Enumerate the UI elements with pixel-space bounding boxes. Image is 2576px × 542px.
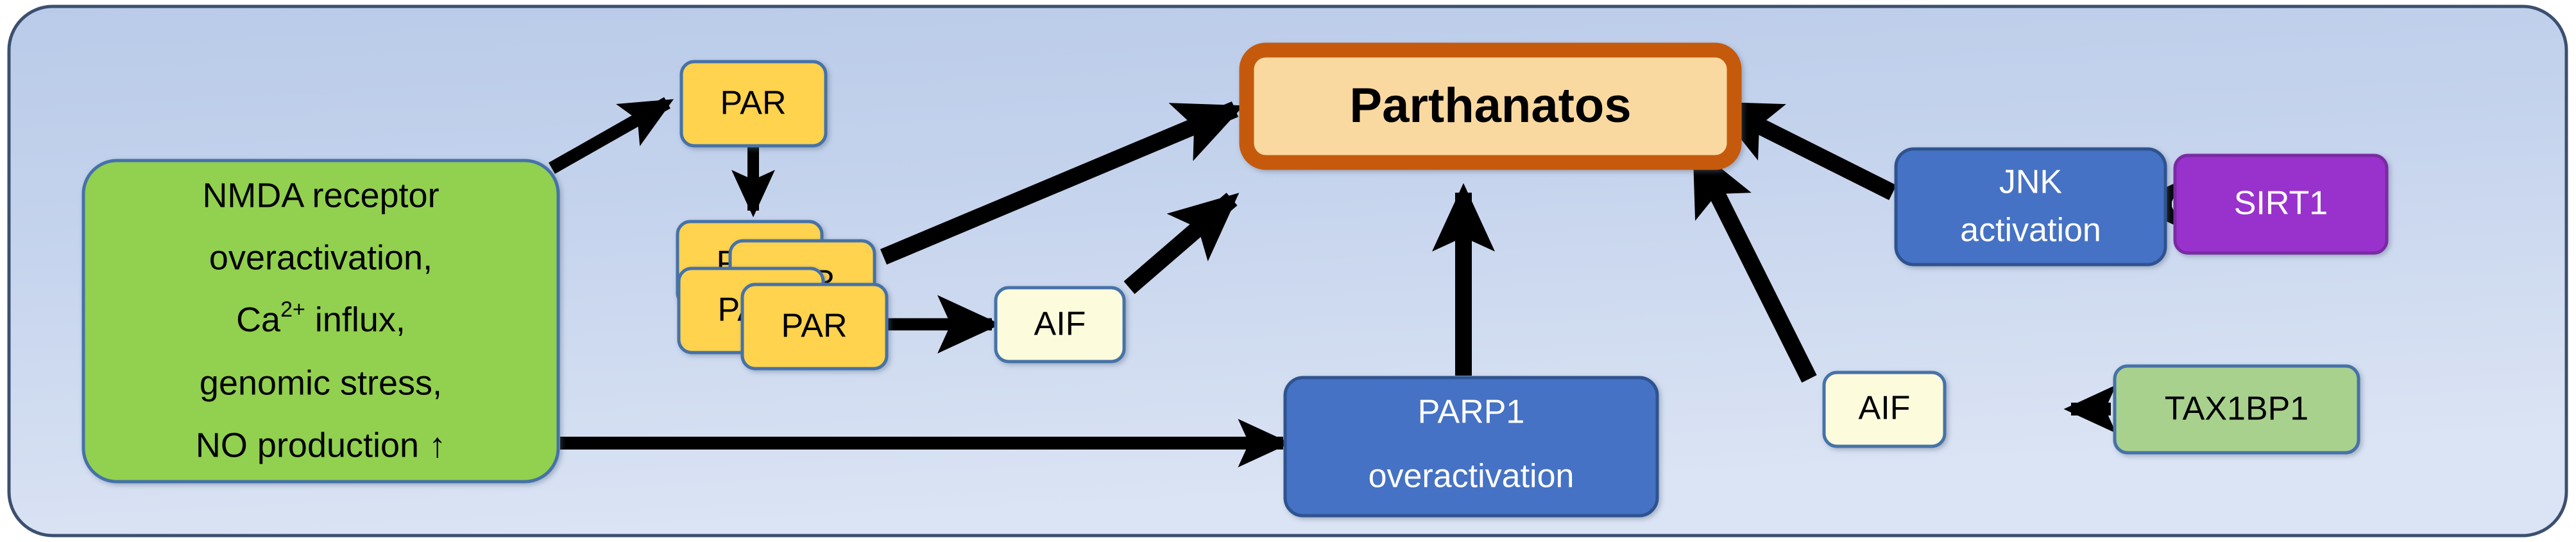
nmda-line-4: genomic stress, [200,363,442,402]
parp1-box[interactable] [1283,376,1659,518]
aif-middle-box[interactable] [994,286,1126,363]
jnk-line-2: activation [1960,212,2101,249]
parthanatos-label: Parthanatos [1349,78,1631,133]
par-top-box[interactable] [679,60,828,148]
aif-right-box[interactable] [1822,371,1947,448]
nmda-line-3-superscript: 2+ [280,297,305,322]
node-aif-middle[interactable]: AIF [994,286,1126,363]
parthanatos-box[interactable] [1239,42,1742,170]
nmda-line-2: overactivation, [209,238,432,277]
tax1bp1-label: TAX1BP1 [2165,390,2308,428]
node-parp1-overactivation[interactable]: PARP1 overactivation [1283,376,1659,518]
jnk-box[interactable] [1894,147,2167,267]
node-sirt1[interactable]: SIRT1 [2173,153,2389,255]
aif-right-label: AIF [1859,390,1911,427]
edge-stimulus-to-par [549,97,674,174]
aif-middle-label: AIF [1034,306,1086,343]
nmda-line-5: NO production ↑ [196,426,446,464]
node-aif-right[interactable]: AIF [1822,371,1947,448]
node-nmda-stimulus[interactable]: NMDA receptor overactivation, Ca2+ influ… [81,159,560,484]
nmda-line-1: NMDA receptor [202,176,439,214]
edge-jnk-to-parthanatos [1710,98,1897,200]
edge-aif-to-parthanatos [1123,193,1240,294]
par-stack-card-4-label: PAR [781,308,847,345]
nmda-line-3-suffix: influx, [305,301,405,339]
par-stack-card-4-box[interactable] [740,283,889,371]
edge-stack-to-parthanatos [880,101,1244,265]
node-parthanatos[interactable]: Parthanatos [1239,42,1742,170]
node-par-top[interactable]: PAR [679,60,828,148]
nmda-line-3: Ca2+ influx, [236,297,405,339]
jnk-line-1: JNK [1999,164,2063,201]
tax1bp1-box[interactable] [2113,364,2360,455]
sirt1-label: SIRT1 [2234,185,2328,222]
parp1-line-1: PARP1 [1418,394,1525,431]
nmda-line-3-prefix: Ca [236,301,281,339]
nmda-stimulus-box[interactable] [81,159,560,484]
par-stack-card-4[interactable]: PAR [740,283,889,371]
node-tax1bp1[interactable]: TAX1BP1 [2113,364,2360,455]
node-jnk-activation[interactable]: JNK activation [1894,147,2167,267]
sirt1-box[interactable] [2173,153,2389,255]
parp1-line-2: overactivation [1369,458,1574,495]
node-par-stack[interactable]: PAR PAR PAR PAR [676,220,889,371]
par-top-label: PAR [720,85,786,122]
edge-aifright-to-parthanatos [1689,145,1817,383]
